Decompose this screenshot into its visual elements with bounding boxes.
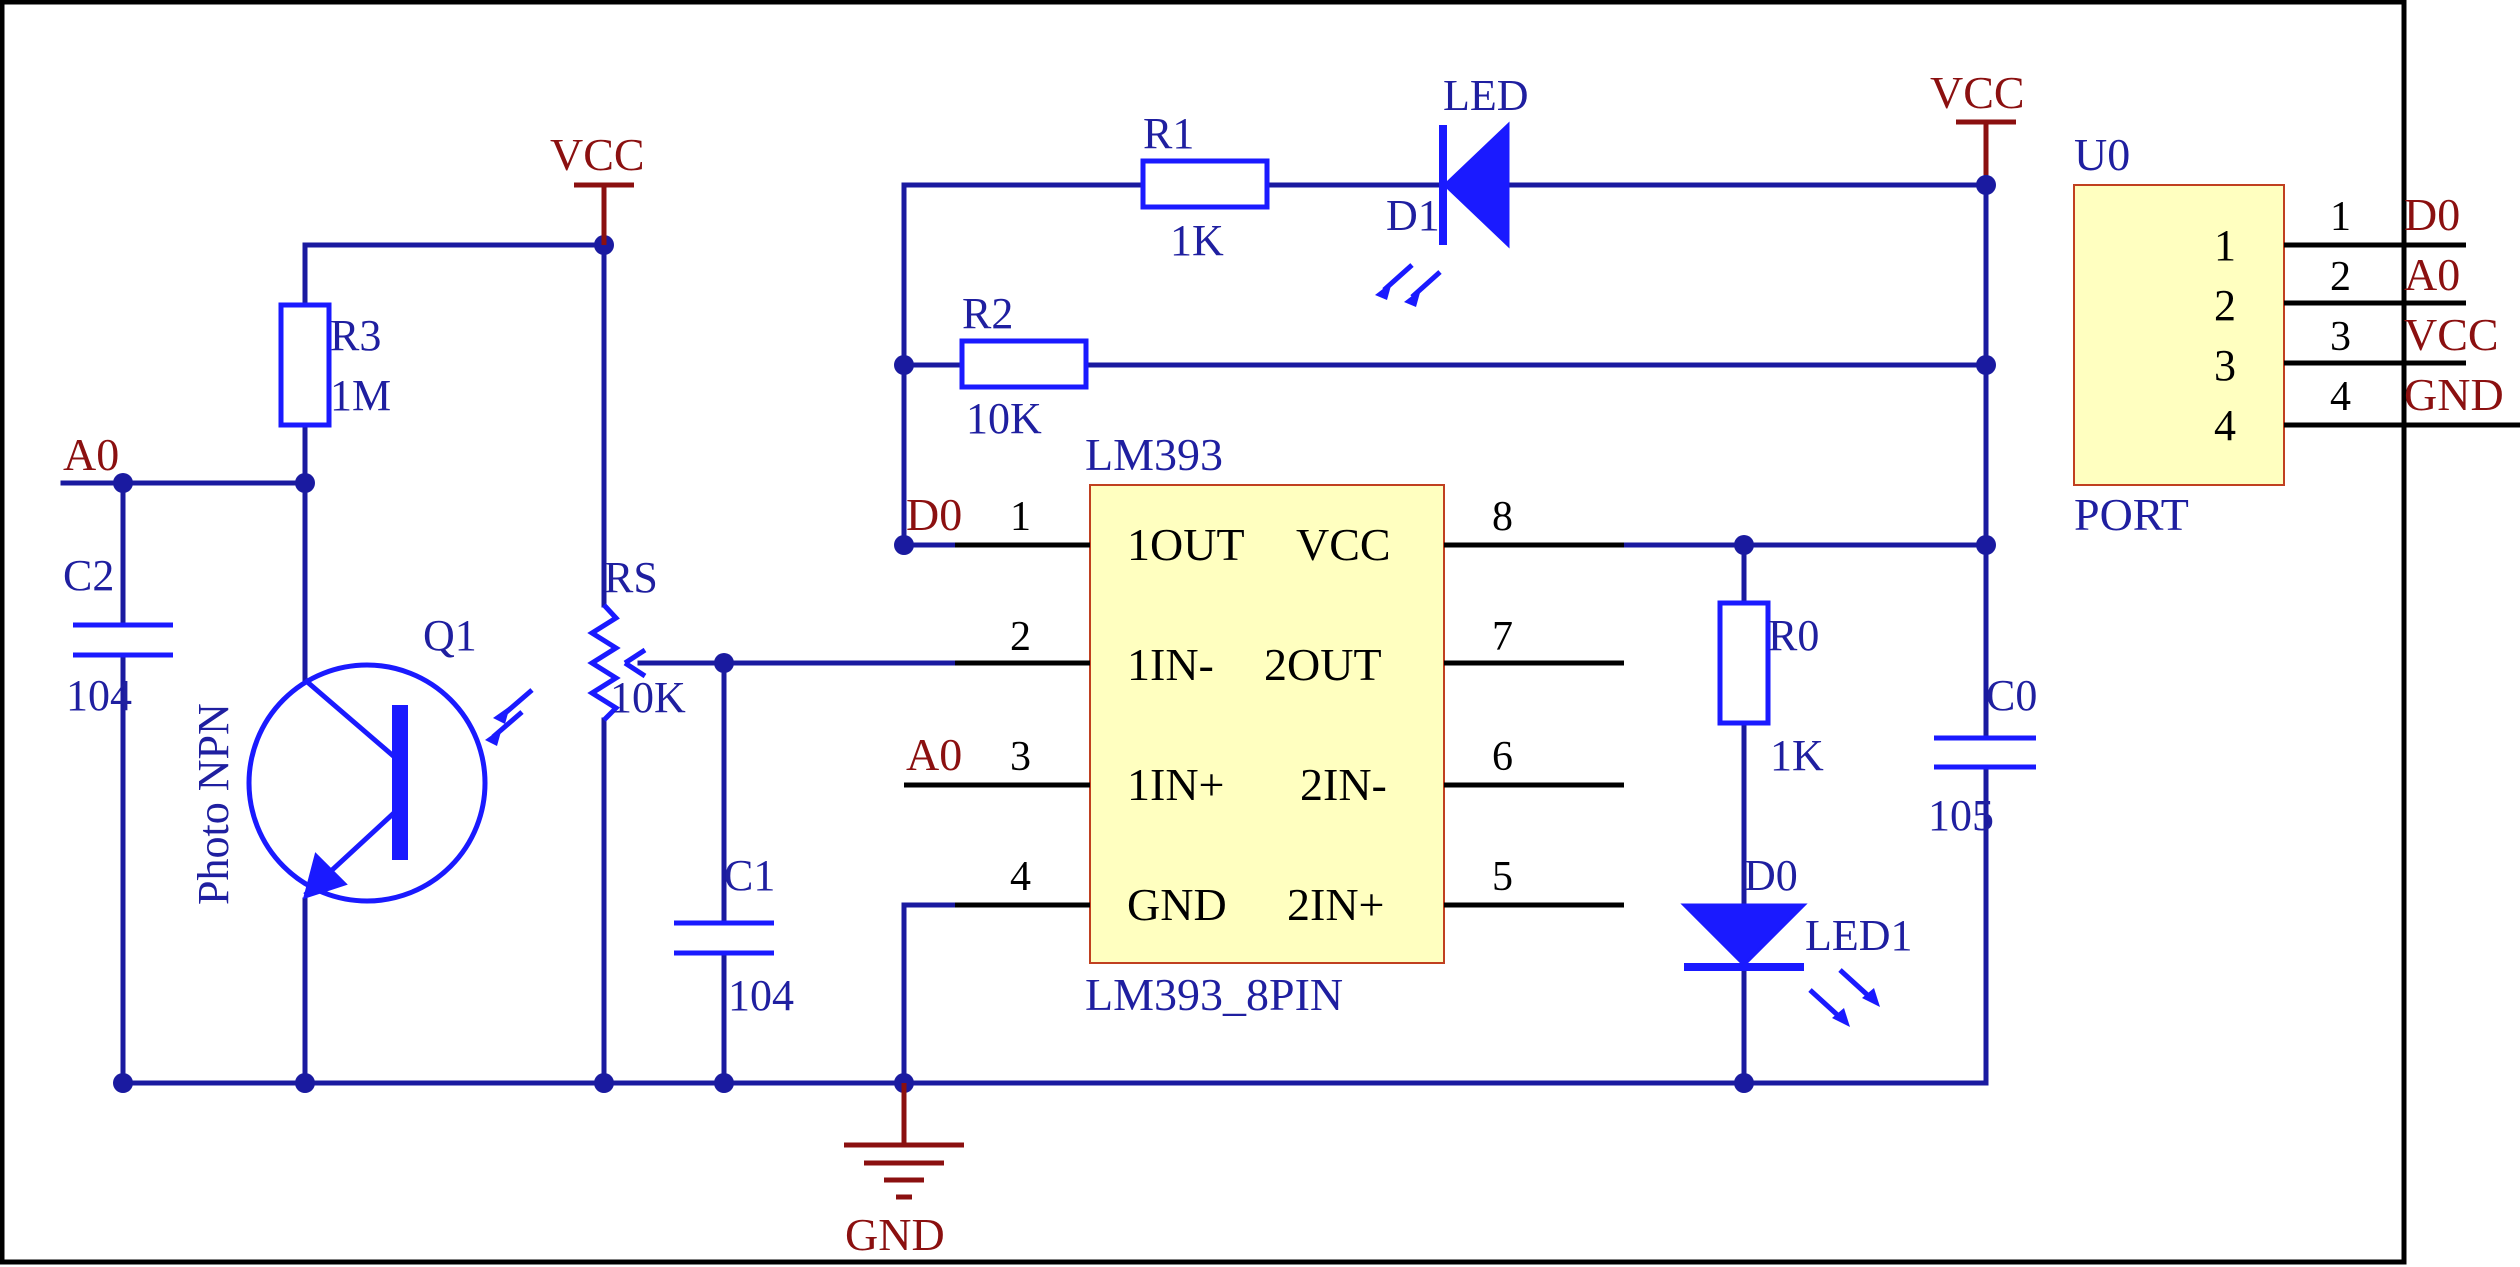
svg-text:R0: R0 — [1768, 611, 1819, 660]
svg-text:10K: 10K — [966, 394, 1042, 443]
svg-text:2: 2 — [1010, 614, 1031, 660]
svg-text:A0: A0 — [2404, 249, 2460, 300]
svg-text:4: 4 — [2330, 374, 2351, 420]
capacitor-c1: C1 104 — [674, 851, 794, 1020]
ic-pin-2: 2 1IN- — [1010, 614, 1214, 690]
svg-text:VCC: VCC — [1296, 519, 1391, 570]
svg-text:2OUT: 2OUT — [1264, 639, 1382, 690]
port-pin-1: 1 1 D0 — [2214, 189, 2460, 270]
svg-text:Q1: Q1 — [423, 611, 477, 660]
svg-text:4: 4 — [2214, 401, 2236, 450]
port-pin-3: 3 3 VCC — [2214, 309, 2499, 390]
resistor-r3: R3 1M — [278, 302, 391, 428]
light-arrows-d0 — [1808, 968, 1880, 1027]
svg-text:VCC: VCC — [2404, 309, 2499, 360]
ic-lm393: LM393 1 1OUT 2 1IN- 3 1IN+ 4 GND 8 VCC 7… — [955, 429, 1624, 1020]
svg-text:104: 104 — [728, 971, 794, 1020]
svg-text:7: 7 — [1492, 614, 1513, 660]
capacitor-c2: C2 104 — [63, 551, 173, 720]
svg-text:D1: D1 — [1386, 191, 1440, 240]
svg-text:104: 104 — [66, 671, 132, 720]
net-label-d0-ic: D0 — [906, 489, 962, 540]
svg-text:2IN+: 2IN+ — [1287, 879, 1384, 930]
svg-text:8: 8 — [1492, 494, 1513, 540]
svg-text:1IN-: 1IN- — [1127, 639, 1214, 690]
svg-text:R3: R3 — [330, 311, 381, 360]
svg-text:D0: D0 — [2404, 189, 2460, 240]
ic-pin-8: 8 VCC — [1296, 494, 1513, 570]
svg-text:1IN+: 1IN+ — [1127, 759, 1224, 810]
resistor-r1: R1 1K — [1140, 109, 1270, 265]
svg-text:10K: 10K — [610, 673, 686, 722]
svg-text:U0: U0 — [2074, 129, 2130, 180]
svg-text:PORT: PORT — [2074, 489, 2189, 540]
svg-text:3: 3 — [2330, 314, 2351, 360]
potentiometer-rs: RS 10K — [587, 553, 686, 722]
port-pin-2: 2 2 A0 — [2214, 249, 2460, 330]
vcc-symbol-right: VCC — [1930, 67, 2025, 175]
svg-text:RS: RS — [604, 553, 658, 602]
led-d0: D0 LED1 — [1680, 851, 1913, 1027]
svg-text:1: 1 — [1010, 494, 1031, 540]
svg-text:105: 105 — [1928, 791, 1994, 840]
connector-u0: U0 1 1 D0 2 2 A0 3 3 VCC 4 4 GND PORT — [2073, 129, 2520, 540]
svg-text:1: 1 — [2330, 194, 2351, 240]
gnd-symbol: GND — [844, 1083, 964, 1260]
sheet-frame — [0, 0, 2407, 1265]
svg-text:1K: 1K — [1770, 731, 1824, 780]
resistor-r2: R2 10K — [959, 289, 1089, 443]
svg-text:GND: GND — [845, 1209, 945, 1260]
ic-pin-6: 6 2IN- — [1300, 734, 1513, 810]
svg-text:Photo NPN: Photo NPN — [189, 703, 238, 905]
ic-pin-7: 7 2OUT — [1264, 614, 1513, 690]
svg-text:1OUT: 1OUT — [1127, 519, 1245, 570]
svg-text:GND: GND — [2404, 369, 2504, 420]
svg-text:R1: R1 — [1143, 109, 1194, 158]
svg-text:2IN-: 2IN- — [1300, 759, 1387, 810]
port-pin-4: 4 4 GND — [2214, 369, 2504, 450]
ic-pin-1: 1 1OUT — [1010, 494, 1245, 570]
svg-text:3: 3 — [2214, 341, 2236, 390]
net-label-a0-ic: A0 — [906, 729, 962, 780]
svg-text:LM393: LM393 — [1085, 429, 1223, 480]
svg-text:VCC: VCC — [550, 129, 645, 180]
ic-pin-4: 4 GND — [1010, 854, 1227, 930]
vcc-symbol-left: VCC — [550, 129, 645, 245]
svg-text:C2: C2 — [63, 551, 114, 600]
phototransistor-q1: Q1 Photo NPN — [189, 611, 534, 905]
ic-pin-3: 3 1IN+ — [1010, 734, 1224, 810]
resistor-r0: R0 1K — [1717, 600, 1824, 780]
svg-text:VCC: VCC — [1930, 67, 2025, 118]
svg-text:4: 4 — [1010, 854, 1031, 900]
svg-text:C1: C1 — [724, 851, 775, 900]
svg-text:6: 6 — [1492, 734, 1513, 780]
net-label-a0-left: A0 — [63, 429, 119, 480]
ic-pin-5: 5 2IN+ — [1287, 854, 1513, 930]
svg-text:LED: LED — [1443, 71, 1529, 120]
led-d1: LED D1 — [1375, 71, 1529, 307]
svg-text:5: 5 — [1492, 854, 1513, 900]
svg-text:GND: GND — [1127, 879, 1227, 930]
svg-text:2: 2 — [2214, 281, 2236, 330]
junctions — [113, 175, 1996, 1093]
light-arrows-d1 — [1375, 263, 1442, 307]
svg-text:1: 1 — [2214, 221, 2236, 270]
capacitor-c0: C0 105 — [1928, 671, 2037, 840]
svg-text:D0: D0 — [1744, 851, 1798, 900]
svg-text:3: 3 — [1010, 734, 1031, 780]
svg-text:2: 2 — [2330, 254, 2351, 300]
svg-text:LED1: LED1 — [1805, 911, 1913, 960]
svg-text:C0: C0 — [1986, 671, 2037, 720]
svg-text:1M: 1M — [330, 371, 391, 420]
light-arrows-q1 — [485, 688, 534, 746]
svg-text:R2: R2 — [962, 289, 1013, 338]
svg-text:1K: 1K — [1170, 216, 1224, 265]
svg-text:LM393_8PIN: LM393_8PIN — [1085, 969, 1343, 1020]
